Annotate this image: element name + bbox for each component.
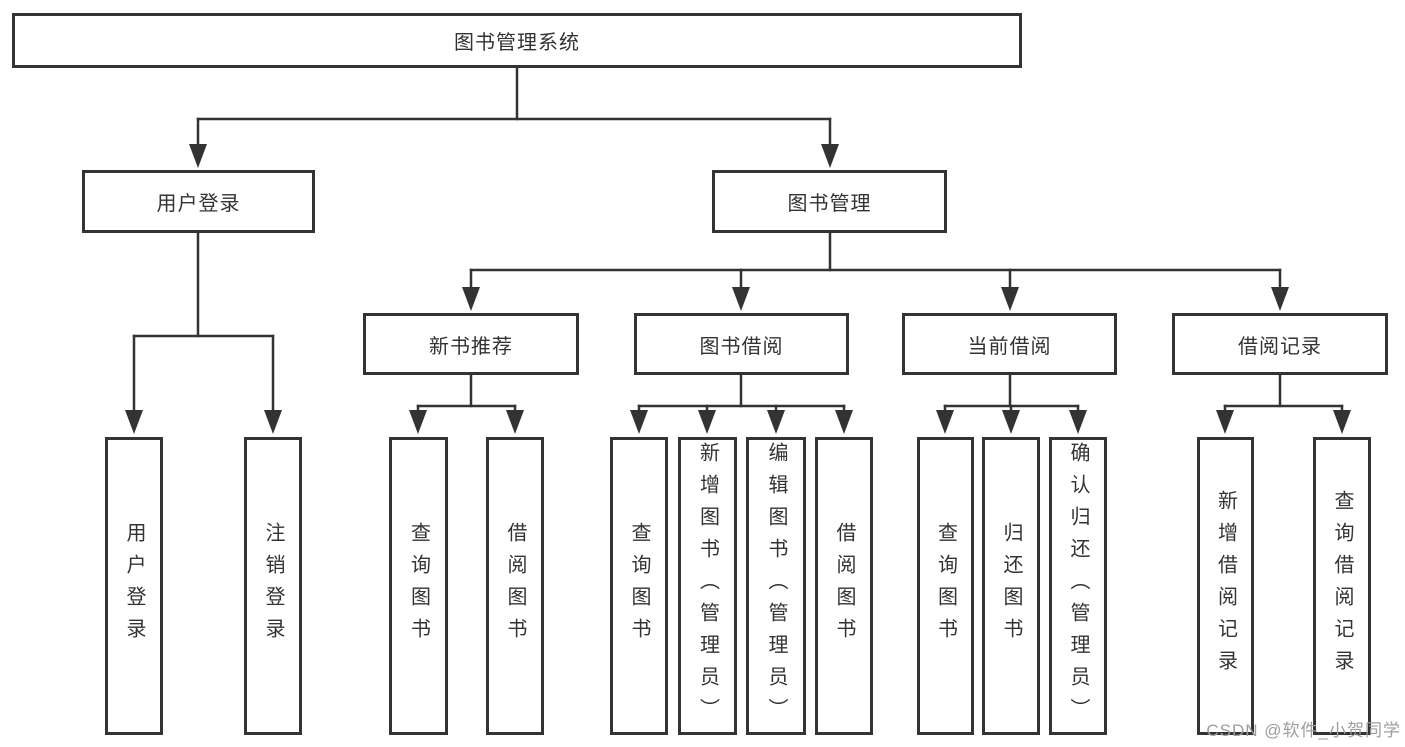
leaf-query-borrow-record-label: 查询借阅记录: [1331, 490, 1353, 682]
node-root-system: 图书管理系统: [12, 13, 1022, 68]
leaf-logout-login-label: 注销登录: [262, 522, 284, 650]
leaf-user-login-label: 用户登录: [123, 522, 145, 650]
leaf-query-books-recommend: 查询图书: [389, 437, 448, 735]
leaf-return-books: 归还图书: [982, 437, 1040, 735]
leaf-borrow-books-recommend-label: 借阅图书: [504, 522, 526, 650]
leaf-query-books-current-label: 查询图书: [934, 522, 957, 650]
node-borrowing-records-label: 借阅记录: [1238, 335, 1322, 358]
node-new-book-recommend: 新书推荐: [363, 313, 579, 375]
leaf-borrow-books-borrowing-label: 借阅图书: [833, 522, 855, 650]
leaf-confirm-return-admin: 确认归还（管理员）: [1049, 437, 1107, 735]
leaf-add-books-admin-label: 新增图书（管理员）: [696, 442, 719, 730]
leaf-add-books-admin: 新增图书（管理员）: [678, 437, 737, 735]
leaf-user-login: 用户登录: [105, 437, 163, 735]
node-user-login-label: 用户登录: [156, 193, 241, 215]
leaf-borrow-books-borrowing: 借阅图书: [815, 437, 873, 735]
leaf-query-borrow-record: 查询借阅记录: [1313, 437, 1371, 735]
leaf-query-books-current: 查询图书: [917, 437, 974, 735]
leaf-add-borrow-record-label: 新增借阅记录: [1214, 490, 1237, 682]
leaf-add-borrow-record: 新增借阅记录: [1197, 437, 1254, 735]
node-user-login: 用户登录: [82, 170, 315, 233]
node-book-management: 图书管理: [712, 170, 947, 233]
leaf-borrow-books-recommend: 借阅图书: [486, 437, 544, 735]
node-book-borrowing-label: 图书借阅: [699, 335, 784, 358]
node-book-management-label: 图书管理: [787, 193, 872, 215]
leaf-edit-books-admin-label: 编辑图书（管理员）: [765, 442, 787, 730]
csdn-watermark: CSDN @软件_小贺同学: [1206, 721, 1401, 740]
leaf-edit-books-admin: 编辑图书（管理员）: [746, 437, 806, 735]
leaf-query-books-recommend-label: 查询图书: [407, 522, 430, 650]
leaf-query-books-borrowing: 查询图书: [610, 437, 668, 735]
node-current-borrowing: 当前借阅: [902, 313, 1117, 375]
node-borrowing-records: 借阅记录: [1172, 313, 1388, 375]
leaf-logout-login: 注销登录: [244, 437, 302, 735]
leaf-return-books-label: 归还图书: [1000, 522, 1022, 650]
leaf-confirm-return-admin-label: 确认归还（管理员）: [1067, 442, 1089, 730]
node-current-borrowing-label: 当前借阅: [967, 335, 1052, 358]
node-new-book-recommend-label: 新书推荐: [429, 335, 513, 358]
node-book-borrowing: 图书借阅: [634, 313, 849, 375]
node-root-label: 图书管理系统: [454, 32, 580, 54]
leaf-query-books-borrowing-label: 查询图书: [628, 522, 650, 650]
